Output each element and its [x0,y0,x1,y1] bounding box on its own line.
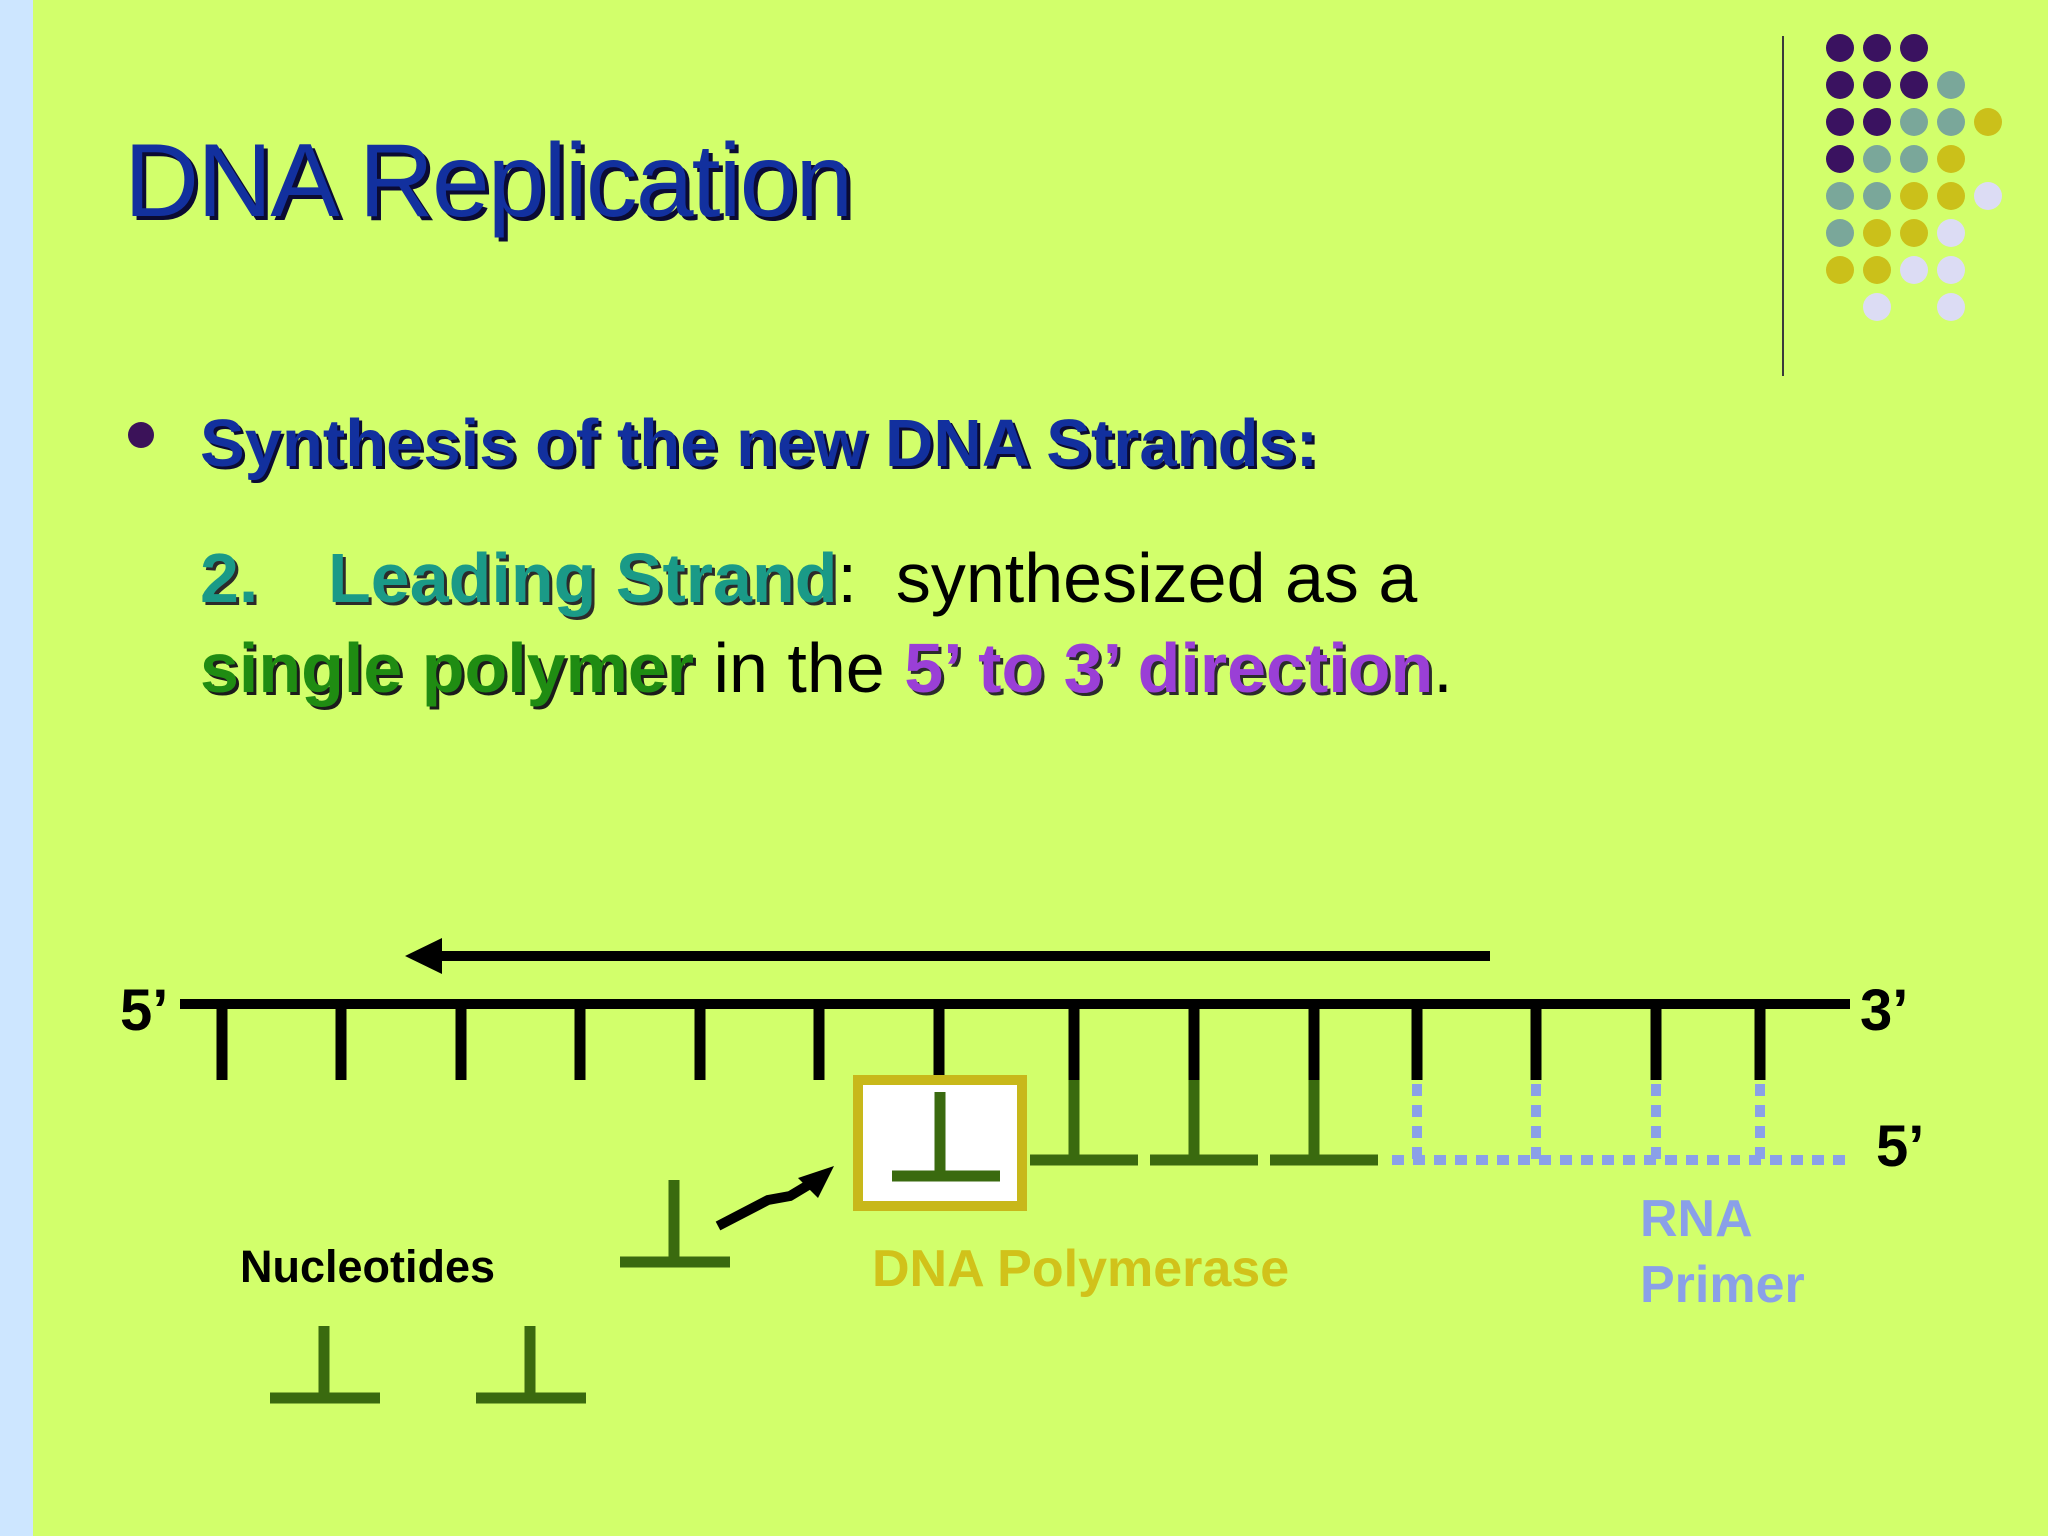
decorative-dot [1863,108,1891,136]
decorative-dot [1937,256,1965,284]
nucleotide-to-polymerase-arrow [715,1179,813,1231]
decorative-dot [1900,34,1928,62]
decorative-dot [1900,145,1928,173]
bullet-dot [128,422,154,448]
new-dna-strand [1030,1080,1378,1166]
decorative-dot [1863,182,1891,210]
slide-title: DNA Replication [124,123,853,239]
dna-polymerase-label: DNA Polymerase [872,1240,1289,1298]
sub-point-text-2: in the [694,629,905,707]
template-3prime-label: 3’ [1860,978,1908,1043]
single-polymer-term: single polymer [200,629,695,707]
new-strand-5prime-label: 5’ [1876,1114,1924,1179]
decorative-dot [1900,219,1928,247]
decorative-dot [1863,71,1891,99]
sub-point-line-2: single polymer in the 5’ to 3’ direction… [200,628,1453,708]
rna-primer-label-line-1: RNA [1640,1190,1753,1248]
decorative-dot [1863,219,1891,247]
decorative-divider-line [1782,36,1784,376]
bullet-heading: Synthesis of the new DNA Strands: [200,406,1319,481]
decorative-dot [1863,34,1891,62]
sub-point-period: . [1433,629,1453,707]
decorative-dot [1826,145,1854,173]
decorative-dot [1974,182,2002,210]
decorative-dot [1863,256,1891,284]
decorative-dot [1900,71,1928,99]
decorative-dot [1937,145,1965,173]
decorative-dot [1900,108,1928,136]
decorative-dot [1937,182,1965,210]
nucleotide-to-polymerase-arrowhead [798,1166,834,1198]
decorative-dot [1826,219,1854,247]
decorative-dot [1974,108,2002,136]
template-5prime-label: 5’ [120,978,168,1043]
decorative-dot [1826,71,1854,99]
decorative-dot [1826,182,1854,210]
leading-strand-term: Leading Strand [328,539,838,617]
template-strand-bases [216,1004,1766,1080]
decorative-dot [1937,71,1965,99]
synthesis-direction-arrowhead [405,938,442,974]
decorative-dot [1900,182,1928,210]
decorative-dot [1937,293,1965,321]
decorative-dot [1826,34,1854,62]
left-accent-strip [0,0,33,1536]
decorative-dot [1826,108,1854,136]
decorative-dot [1937,219,1965,247]
rna-primer-label-line-2: Primer [1640,1256,1805,1314]
direction-term: 5’ to 3’ direction [904,629,1434,707]
decorative-dot [1826,256,1854,284]
decorative-dot [1863,145,1891,173]
sub-point-line-1: 2. Leading Strand: synthesized as a [200,538,1417,618]
rna-primer-strand [1392,1084,1850,1165]
free-nucleotides [270,1180,730,1404]
decorative-dot [1937,108,1965,136]
decorative-dot [1863,293,1891,321]
sub-point-colon: : [837,539,857,617]
nucleotides-label: Nucleotides [240,1241,495,1292]
decorative-dot [1900,256,1928,284]
decorative-dot-grid [1826,34,2002,321]
sub-point-text-1: synthesized as a [895,539,1418,617]
sub-point-number: 2. [200,539,259,617]
